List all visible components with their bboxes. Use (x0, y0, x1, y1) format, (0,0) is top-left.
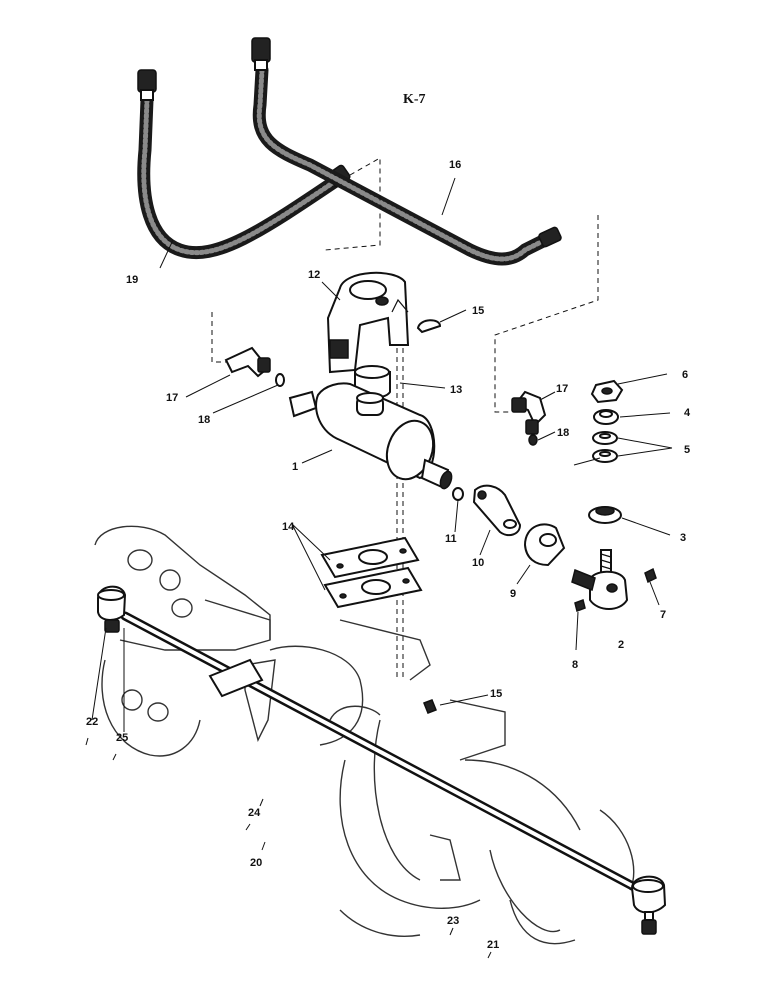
callout-2: 2 (618, 639, 624, 651)
callout-6: 6 (682, 369, 688, 381)
cotter-pin-8 (574, 599, 586, 612)
elbow-fitting-17-left (224, 346, 271, 378)
callout-22: 22 (86, 716, 98, 728)
o-ring-11 (452, 487, 464, 501)
cotter-pin-15-upper (416, 319, 442, 334)
callout-20: 20 (250, 857, 262, 869)
clamp-9 (523, 523, 566, 567)
callout-24: 24 (248, 807, 261, 819)
callout-4: 4 (684, 407, 691, 419)
callout-11: 11 (445, 533, 457, 545)
callout-7: 7 (660, 609, 666, 621)
callout-21: 21 (487, 939, 499, 951)
callout-12: 12 (308, 269, 320, 281)
washer-4 (593, 409, 619, 425)
elbow-fitting-17-right (511, 390, 547, 435)
callout-3: 3 (680, 532, 686, 544)
hose-19 (137, 69, 351, 260)
callout-8: 8 (572, 659, 578, 671)
hydraulic-cylinder-1 (288, 382, 453, 490)
callout-25: 25 (116, 732, 128, 744)
callout-5: 5 (684, 444, 690, 456)
cotter-pin-15-lower (423, 699, 437, 714)
leader-lines (85, 177, 673, 959)
yoke-bracket-12 (326, 271, 410, 374)
grease-fitting-7 (644, 567, 657, 584)
callout-18-right: 18 (557, 427, 569, 439)
callout-1: 1 (292, 461, 298, 473)
o-ring-18-right (528, 434, 538, 446)
diagram-title: K-7 (403, 92, 426, 107)
callout-15-lower: 15 (490, 688, 502, 700)
callout-19: 19 (126, 274, 138, 286)
o-ring-18-left (275, 373, 285, 387)
callout-16: 16 (449, 159, 461, 171)
callout-23: 23 (447, 915, 459, 927)
tie-rod-assembly (97, 585, 667, 935)
dust-seal-3 (588, 506, 622, 524)
callout-labels: 1 2 3 4 5 6 7 8 9 10 11 12 13 14 15 15 1… (86, 159, 691, 951)
hose-16 (251, 37, 562, 266)
callout-13: 13 (450, 384, 462, 396)
nut-6 (590, 379, 624, 404)
ball-joint-2 (571, 549, 629, 610)
callout-17-right: 17 (556, 383, 568, 395)
clevis-10 (472, 484, 522, 537)
callout-17-left: 17 (166, 392, 178, 404)
callout-15-upper: 15 (472, 305, 484, 317)
callout-18-left: 18 (198, 414, 210, 426)
callout-14: 14 (282, 521, 295, 533)
callout-9: 9 (510, 588, 516, 600)
axle-housing-background (94, 525, 635, 945)
assembly-guide-lines (211, 157, 599, 680)
shims-14 (320, 536, 423, 609)
callout-10: 10 (472, 557, 484, 569)
washers-5 (592, 431, 618, 463)
